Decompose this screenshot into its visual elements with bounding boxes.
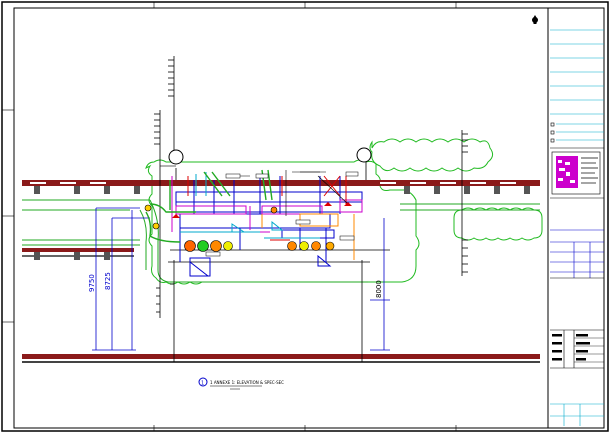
structural-lines (159, 56, 463, 362)
section-markers (172, 202, 352, 218)
pump-icon (311, 241, 321, 251)
pump-icon (287, 241, 297, 251)
frame-ticks (2, 2, 457, 431)
pump-icon (223, 241, 233, 251)
ladder-ticks (154, 59, 468, 313)
pump-icon (184, 240, 196, 252)
section-marker-icon (198, 377, 208, 387)
pump-units (144, 204, 335, 252)
dimension-8000: 8000 (375, 280, 383, 298)
dimension-8725: 8725 (104, 272, 112, 290)
pump-icon (270, 206, 278, 214)
building-wall-upper (22, 180, 540, 194)
revision-marks (550, 122, 604, 149)
pump-icon (210, 240, 222, 252)
building-wall-lower (22, 354, 540, 363)
dimension-labels: 9750 8725 8000 (88, 272, 383, 298)
title-block (532, 8, 604, 428)
dimension-9750: 9750 (88, 274, 96, 292)
pump-icon (144, 204, 152, 212)
inner-border (13, 7, 605, 429)
pump-icon (299, 241, 309, 251)
sheet-data-table (550, 329, 604, 369)
vent-stack-left (168, 147, 372, 165)
pump-icon (152, 222, 160, 230)
drawing-title-number: 1 (201, 381, 204, 387)
green-service-lines (22, 199, 540, 283)
revision-table (550, 29, 604, 115)
drawing-title: 1 1 ANNEXE 1: ELEVATION & SPEC-SEC (198, 377, 284, 390)
building-wall-middle (22, 248, 134, 260)
blue-dimension-lines (92, 207, 390, 351)
north-arrow-icon (532, 15, 538, 24)
project-info-table (550, 229, 604, 279)
pump-icon (325, 241, 335, 251)
drawing-title-caption: 1 ANNEXE 1: ELEVATION & SPEC-SEC (210, 380, 284, 385)
legend-stamp (551, 151, 601, 195)
sheet-number-box (550, 403, 604, 426)
pump-icon (197, 240, 209, 252)
